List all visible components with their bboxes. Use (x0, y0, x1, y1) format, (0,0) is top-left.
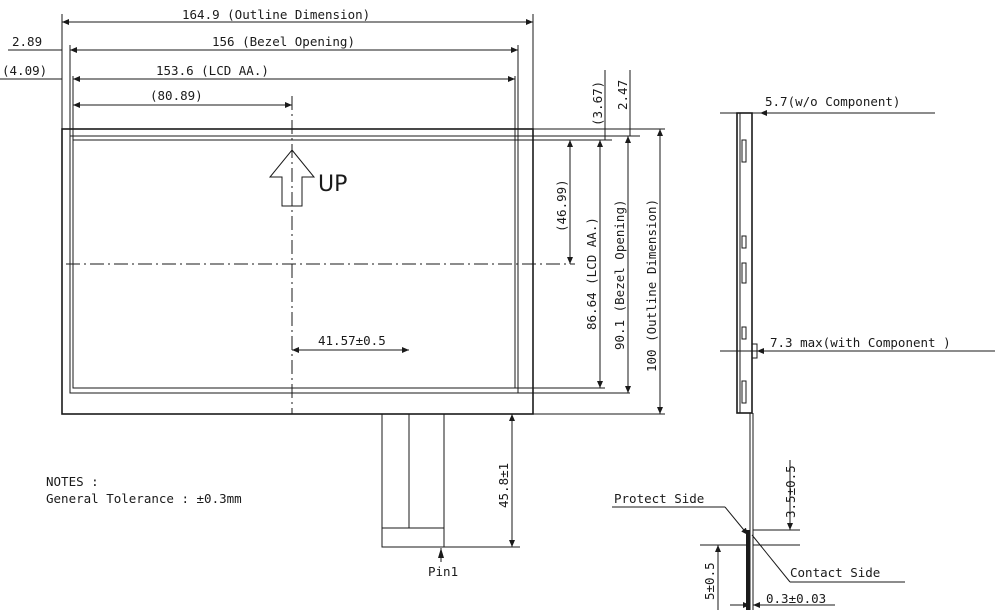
thickness-max-label: 7.3 max(with Component ) (770, 335, 951, 350)
lcd-offset-label: (4.09) (2, 63, 47, 78)
fpc-length-label: 45.8±1 (496, 463, 511, 508)
center-x-label: (80.89) (150, 88, 203, 103)
fpc-thickness-label: 0.3±0.03 (766, 591, 826, 606)
side-view (736, 112, 758, 610)
side-stiffener (746, 530, 750, 610)
outline-width-label: 164.9 (Outline Dimension) (182, 7, 370, 22)
outline-height-label: 100 (Outline Dimension) (644, 199, 659, 372)
fpc-tail (381, 413, 445, 548)
notes-title: NOTES : (46, 474, 99, 489)
front-view (61, 96, 575, 415)
component-5 (741, 380, 747, 404)
fpc-offset-label: 41.57±0.5 (318, 333, 386, 348)
top-bezel-offset-label: 2.47 (615, 80, 630, 110)
pin1-marker-icon (438, 548, 444, 562)
bezel-offset-label: 2.89 (12, 34, 42, 49)
component-4 (741, 326, 747, 340)
outline-rect (61, 128, 534, 415)
component-2 (741, 235, 747, 249)
thickness-label: 5.7(w/o Component) (765, 94, 900, 109)
bezel-height-label: 90.1 (Bezel Opening) (612, 199, 627, 350)
leader-protect-side (724, 506, 749, 536)
protect-side-label: Protect Side (614, 491, 704, 506)
lcd-height-label: 86.64 (LCD AA.) (584, 217, 599, 330)
up-arrow-icon (268, 149, 316, 207)
up-label: UP (318, 172, 347, 197)
center-y-label: (46.99) (554, 179, 569, 232)
stiffener-label: 3.5±0.5 (783, 465, 798, 518)
top-lcd-offset-label: (3.67) (590, 81, 605, 126)
notes-tolerance: General Tolerance : ±0.3mm (46, 491, 242, 506)
lcd-width-label: 153.6 (LCD AA.) (156, 63, 269, 78)
bezel-width-label: 156 (Bezel Opening) (212, 34, 355, 49)
component-1 (741, 139, 747, 163)
leader-contact-side (751, 534, 791, 583)
contact-side-label: Contact Side (790, 565, 880, 580)
fpc-contact-hatch (381, 527, 445, 548)
pin1-label: Pin1 (428, 564, 458, 579)
contact-len-label: 5±0.5 (702, 562, 717, 600)
component-3 (741, 262, 747, 284)
